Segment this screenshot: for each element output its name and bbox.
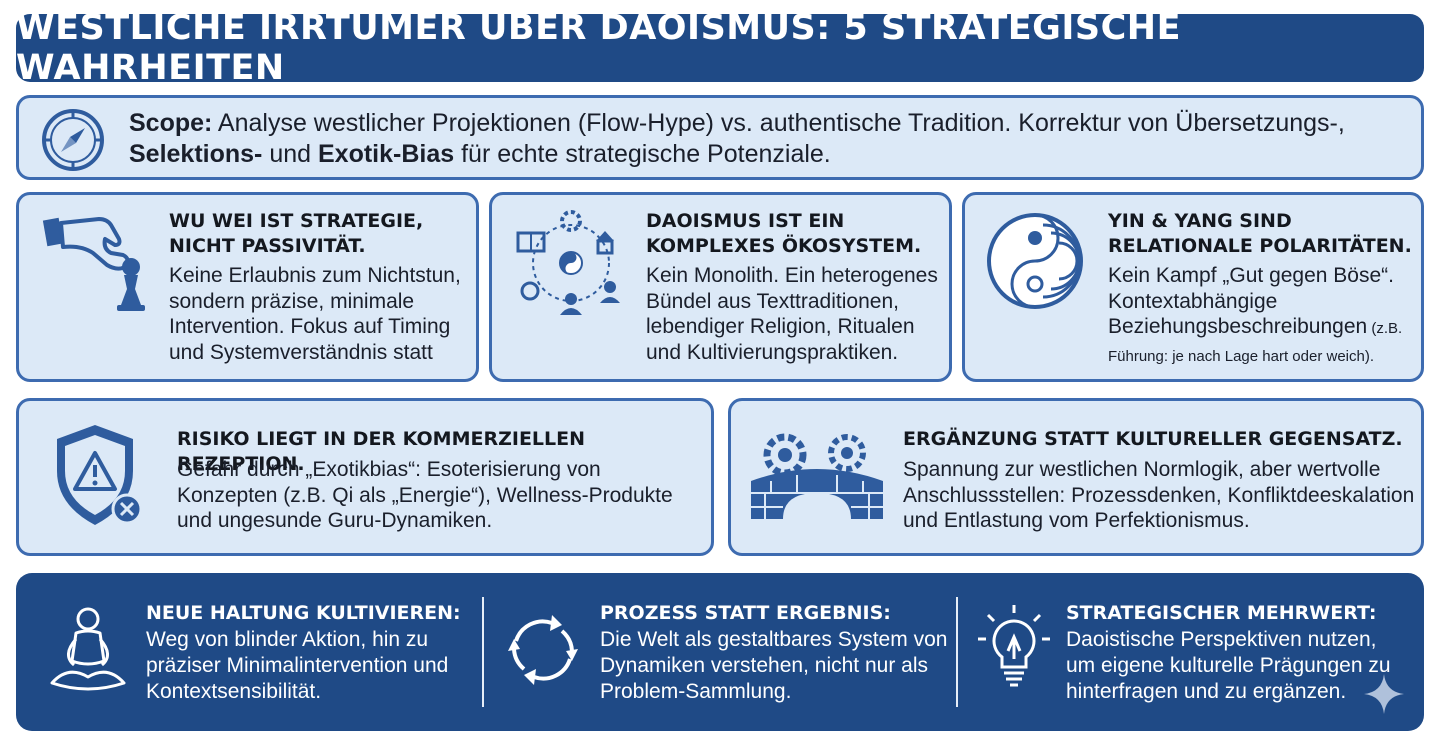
card-body-main: Kein Kampf „Gut gegen Böse“. Kontextabhä… — [1108, 264, 1394, 338]
yin-yang-icon — [987, 213, 1083, 309]
scope-panel: Scope: Analyse westlicher Projektionen (… — [16, 95, 1424, 180]
scope-bold-selektions: Selektions- — [129, 140, 263, 168]
card-ergaenzung: ERGÄNZUNG STATT KULTURELLER GEGENSATZ. S… — [728, 398, 1424, 556]
scope-text-1: Analyse westlicher Projektionen (Flow-Hy… — [212, 109, 1345, 137]
card-heading: RISIKO LIEGT IN DER KOMMERZIELLEN REZEPT… — [177, 428, 586, 475]
card-risiko: RISIKO LIEGT IN DER KOMMERZIELLEN REZEPT… — [16, 398, 714, 556]
card-body: Gefahr durch „Exotikbias“: Esoterisierun… — [177, 458, 673, 532]
heading-line-1: WU WEI IST STRATEGIE, — [169, 210, 424, 232]
card-body-small: (z.B. Führung: je nach Lage hart oder we… — [1108, 320, 1403, 365]
title-banner: WESTLICHE IRRTÜMER ÜBER DAOISMUS: 5 STRA… — [16, 8, 1424, 88]
scope-label: Scope: — [129, 109, 213, 137]
card-yin-yang: YIN & YANG SIND RELATIONALE POLARITÄTEN.… — [962, 192, 1424, 382]
warning-shield-icon — [57, 425, 143, 525]
sparkle-icon — [1364, 674, 1404, 714]
card-body: Kein Kampf „Gut gegen Böse“. Kontextabhä… — [1108, 263, 1414, 369]
bottom-heading: STRATEGISCHER MEHRWERT: — [1066, 602, 1377, 624]
gears-bridge-icon — [751, 433, 883, 519]
card-heading: YIN & YANG SIND RELATIONALE POLARITÄTEN. — [1108, 209, 1412, 259]
lightbulb-icon — [978, 605, 1050, 687]
bottom-body: Die Welt als gestaltbares System von Dyn… — [600, 628, 948, 703]
heading-line-1: DAOISMUS IST EIN — [646, 210, 845, 232]
bottom-summary-band: NEUE HALTUNG KULTIVIEREN: Weg von blinde… — [16, 573, 1424, 731]
card-body: Spannung zur westlichen Normlogik, aber … — [903, 458, 1415, 532]
card-heading: WU WEI IST STRATEGIE, NICHT PASSIVITÄT. — [169, 209, 423, 259]
divider — [482, 597, 484, 707]
divider — [956, 597, 958, 707]
card-heading: ERGÄNZUNG STATT KULTURELLER GEGENSATZ. — [903, 428, 1403, 450]
heading-line-2: NICHT PASSIVITÄT. — [169, 235, 366, 257]
scope-text-2: und — [262, 140, 318, 168]
bottom-body: Daoistische Perspektiven nutzen, um eige… — [1066, 628, 1391, 703]
bottom-heading: PROZESS STATT ERGEBNIS: — [600, 602, 891, 624]
card-body: Keine Erlaubnis zum Nichtstun, sondern p… — [169, 264, 461, 364]
card-body: Kein Monolith. Ein heterogenes Bündel au… — [646, 264, 938, 364]
cycle-arrows-icon — [508, 615, 578, 685]
card-oekosystem: DAOISMUS IST EIN KOMPLEXES ÖKOSYSTEM. Ke… — [489, 192, 952, 382]
meditation-icon — [50, 607, 126, 691]
ecosystem-icon — [516, 210, 620, 315]
scope-text: Scope: Analyse westlicher Projektionen (… — [129, 108, 1409, 170]
hand-chess-piece-icon — [42, 217, 145, 311]
bottom-body: Weg von blinder Aktion, hin zu präziser … — [146, 628, 449, 703]
card-heading: DAOISMUS IST EIN KOMPLEXES ÖKOSYSTEM. — [646, 209, 921, 259]
page-title: WESTLICHE IRRTÜMER ÜBER DAOISMUS: 5 STRA… — [16, 8, 1181, 88]
card-wu-wei: WU WEI IST STRATEGIE, NICHT PASSIVITÄT. … — [16, 192, 479, 382]
heading-line-2: KOMPLEXES ÖKOSYSTEM. — [646, 235, 922, 257]
heading-line-1: YIN & YANG SIND — [1108, 210, 1292, 232]
bottom-heading: NEUE HALTUNG KULTIVIEREN: — [146, 602, 461, 624]
scope-bold-exotik: Exotik-Bias — [317, 140, 455, 168]
heading-line-2: RELATIONALE POLARITÄTEN. — [1108, 235, 1412, 257]
scope-text-3: für echte strategische Potenziale. — [454, 140, 831, 168]
compass-icon — [42, 109, 104, 171]
